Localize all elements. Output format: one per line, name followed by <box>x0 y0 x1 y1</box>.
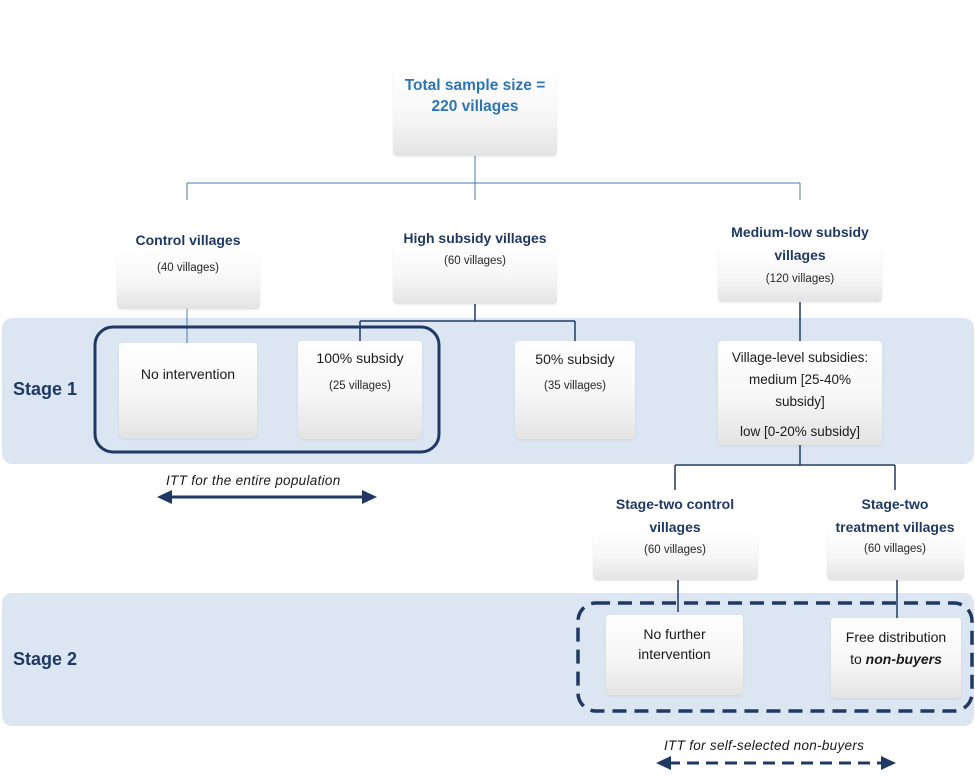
stage-two-treatment-box <box>827 530 964 580</box>
village-level-line4: low [0-20% subsidy] <box>739 424 861 439</box>
stage-two-control-box <box>593 530 758 580</box>
village-level-line2: medium [25-40% <box>748 372 852 387</box>
no-further-line2: intervention <box>638 646 711 662</box>
itt-nonbuyers-bracket <box>576 601 974 713</box>
stage-two-treatment-title-line1: Stage-two <box>861 496 929 512</box>
high-subsidy-count: (60 villages) <box>444 255 506 267</box>
itt-population-bracket <box>93 325 441 454</box>
free-distribution-box: Free distribution to non-buyers <box>831 618 961 698</box>
medium-low-title-line2: villages <box>774 247 826 263</box>
village-level-line1: Village-level subsidies: <box>731 350 869 365</box>
control-villages-title: Control villages <box>135 232 241 248</box>
high-subsidy-title: High subsidy villages <box>403 230 547 246</box>
stage-two-treatment-count: (60 villages) <box>864 543 926 555</box>
control-villages-box <box>117 250 260 309</box>
free-distribution-line1: Free distribution <box>845 629 947 645</box>
total-sample-title-line1: Total sample size = <box>404 77 546 94</box>
village-level-subsidies-box: Village-level subsidies: medium [25-40% … <box>718 341 882 445</box>
total-sample-box: Total sample size = 220 villages <box>393 70 557 156</box>
itt-nonbuyers-label: ITT for self-selected non-buyers <box>664 738 865 753</box>
total-sample-title-line2: 220 villages <box>431 98 519 115</box>
itt-population-label: ITT for the entire population <box>166 473 341 488</box>
no-intervention-label: No intervention <box>140 366 236 382</box>
stage-two-control-count: (60 villages) <box>644 544 706 556</box>
no-further-line1: No further <box>643 626 706 642</box>
medium-low-count: (120 villages) <box>765 273 835 285</box>
half-subsidy-box: 50% subsidy (35 villages) <box>515 341 635 439</box>
non-buyers-emphasis: non-buyers <box>865 651 942 667</box>
stage-two-control-title-line2: villages <box>649 519 701 535</box>
half-subsidy-title: 50% subsidy <box>535 351 615 367</box>
village-level-line3: subsidy] <box>775 394 825 409</box>
stage-two-treatment-title-line2: treatment villages <box>835 519 955 535</box>
no-intervention-box: No intervention <box>119 343 257 438</box>
stage2-label: Stage 2 <box>13 649 78 669</box>
half-subsidy-count: (35 villages) <box>544 380 606 392</box>
stage-two-control-title-line1: Stage-two control <box>615 496 735 512</box>
no-further-intervention-box: No further intervention <box>606 615 743 695</box>
medium-low-subsidy-box <box>718 248 882 302</box>
stage1-label: Stage 1 <box>13 379 78 399</box>
control-villages-count: (40 villages) <box>157 262 219 274</box>
high-subsidy-box <box>393 245 557 304</box>
free-distribution-prefix: to <box>850 651 866 667</box>
full-subsidy-title: 100% subsidy <box>316 350 404 366</box>
full-subsidy-box: 100% subsidy (25 villages) <box>298 341 422 439</box>
full-subsidy-count: (25 villages) <box>329 380 391 392</box>
itt-population-arrow <box>157 490 377 504</box>
free-distribution-line2: to non-buyers <box>831 648 961 670</box>
medium-low-title-line1: Medium-low subsidy <box>731 224 869 240</box>
itt-nonbuyers-arrow <box>656 756 896 770</box>
stage2-band <box>2 593 974 726</box>
